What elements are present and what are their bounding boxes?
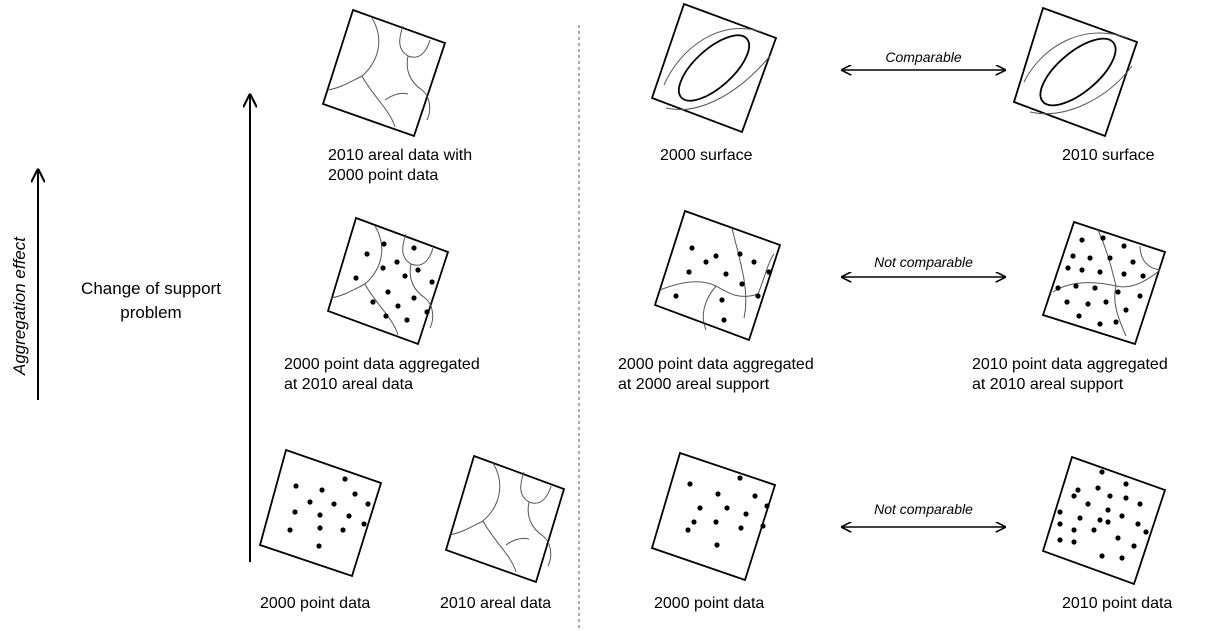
bottom-right-caption: 2010 areal data xyxy=(440,595,552,612)
aggregated-2000-on-2010-tile xyxy=(326,216,450,346)
surface-2010-tile xyxy=(1012,6,1139,138)
points-2000-tile xyxy=(650,451,777,582)
change-of-support-line2: problem xyxy=(120,303,182,322)
aggregation-effect-label: Aggregation effect xyxy=(10,237,29,375)
areal-2010-top-tile xyxy=(321,8,447,138)
middle-left-caption: 2000 point data aggregated at 2010 areal… xyxy=(284,355,480,395)
aggregated-2010-tile xyxy=(1041,220,1167,346)
aggregated-2010-caption-line2: at 2010 areal support xyxy=(972,376,1124,393)
aggregated-2010-caption-line1: 2010 point data aggregated xyxy=(972,356,1168,373)
middle-left-caption-line2: at 2010 areal data xyxy=(284,376,413,393)
points-2010-tile xyxy=(1041,455,1167,586)
top-left-caption: 2010 areal data with 2000 point data xyxy=(328,146,472,186)
surface-2010-caption: 2010 surface xyxy=(1062,147,1155,164)
not-comparable-label-bottom: Not comparable xyxy=(874,501,973,517)
aggregated-2000-tile xyxy=(653,209,782,342)
aggregated-2010-caption: 2010 point data aggregated at 2010 areal… xyxy=(972,355,1168,395)
comparable-label: Comparable xyxy=(885,49,962,65)
change-of-support-label: Change of support problem xyxy=(56,277,246,325)
areal-2010-bottom-tile xyxy=(444,454,566,584)
surface-2000-tile xyxy=(650,2,778,134)
aggregated-2000-caption-line1: 2000 point data aggregated xyxy=(618,356,814,373)
points-2010-caption: 2010 point data xyxy=(1062,595,1173,612)
middle-left-caption-line1: 2000 point data aggregated xyxy=(284,356,480,373)
aggregated-2000-caption-line2: at 2000 areal support xyxy=(618,376,770,393)
surface-2000-caption: 2000 surface xyxy=(660,147,753,164)
aggregated-2000-caption: 2000 point data aggregated at 2000 areal… xyxy=(618,355,814,395)
top-left-caption-line1: 2010 areal data with xyxy=(328,147,473,164)
points-2000-bottom-left-tile xyxy=(258,448,383,578)
not-comparable-label-mid: Not comparable xyxy=(874,254,973,270)
bottom-left-caption: 2000 point data xyxy=(260,595,371,612)
points-2000-caption: 2000 point data xyxy=(654,595,765,612)
change-of-support-line1: Change of support xyxy=(81,279,221,298)
top-left-caption-line2: 2000 point data xyxy=(328,167,439,184)
